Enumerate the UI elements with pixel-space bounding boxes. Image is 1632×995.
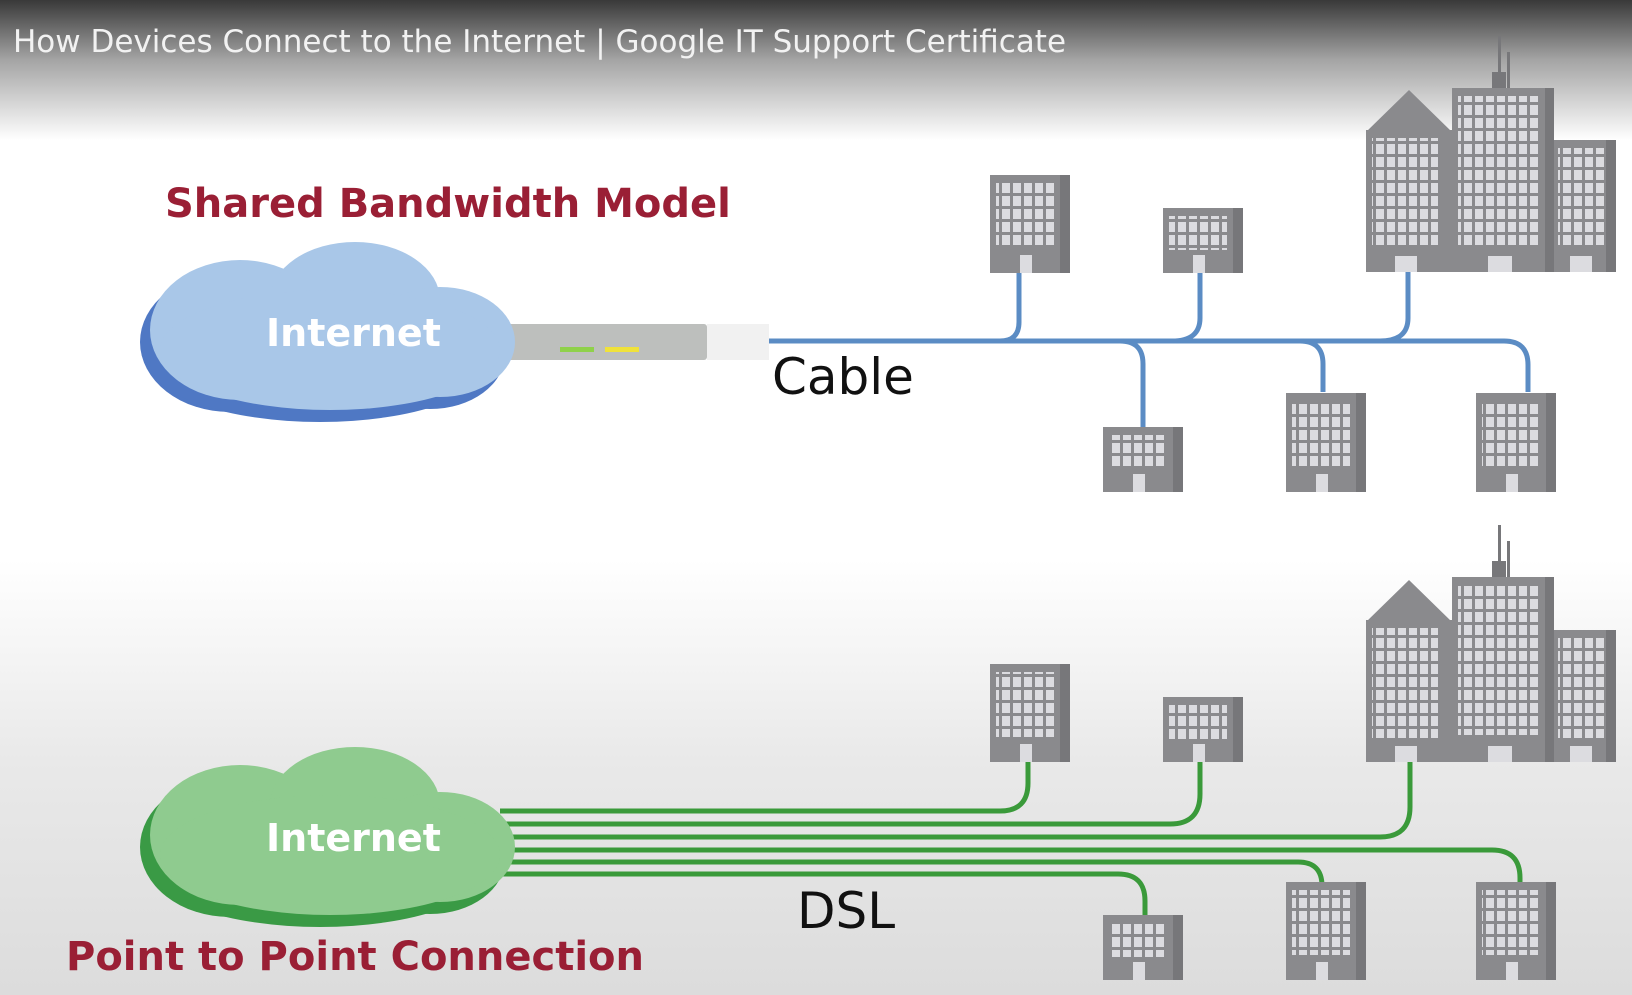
internet-cloud-top xyxy=(140,242,515,422)
video-title-overlay xyxy=(0,0,1632,140)
building-top-4 xyxy=(1286,393,1366,492)
cable-branch-1 xyxy=(999,270,1022,344)
internet-cloud-bottom-label: Internet xyxy=(266,816,441,860)
shared-bandwidth-heading: Shared Bandwidth Model xyxy=(165,181,731,227)
internet-cloud-bottom xyxy=(140,747,515,927)
dsl-line-3 xyxy=(500,760,1413,840)
cable-branch-3 xyxy=(1379,272,1411,344)
top-diagram xyxy=(140,36,1616,492)
dsl-line-2 xyxy=(500,755,1203,827)
building-bottom-5 xyxy=(1476,882,1556,980)
dsl-lines xyxy=(500,755,1523,915)
building-bottom-1 xyxy=(990,664,1070,762)
cable-branch-4 xyxy=(1119,338,1146,428)
cable-branch-2 xyxy=(1171,272,1203,344)
building-bottom-2 xyxy=(1163,697,1243,762)
cable-lines xyxy=(765,270,1531,428)
building-top-5 xyxy=(1476,393,1556,492)
city-skyline-top xyxy=(1366,36,1616,272)
cable-branch-5 xyxy=(1299,338,1326,392)
dsl-label: DSL xyxy=(797,882,896,940)
point-to-point-heading: Point to Point Connection xyxy=(66,934,645,980)
city-skyline-bottom xyxy=(1366,525,1616,762)
cable-trunk xyxy=(765,338,1531,392)
building-bottom-4 xyxy=(1286,882,1366,980)
dsl-line-4 xyxy=(500,847,1523,882)
building-top-3 xyxy=(1103,427,1183,492)
cable-label: Cable xyxy=(772,348,914,406)
cable-modem xyxy=(505,324,769,360)
dsl-line-1 xyxy=(500,755,1031,814)
dsl-line-6 xyxy=(500,871,1148,915)
building-bottom-3 xyxy=(1103,915,1183,980)
internet-cloud-top-label: Internet xyxy=(266,311,441,355)
video-title[interactable]: How Devices Connect to the Internet | Go… xyxy=(13,24,1067,60)
bottom-diagram xyxy=(140,525,1616,980)
building-top-2 xyxy=(1163,208,1243,273)
building-top-1 xyxy=(990,175,1070,273)
